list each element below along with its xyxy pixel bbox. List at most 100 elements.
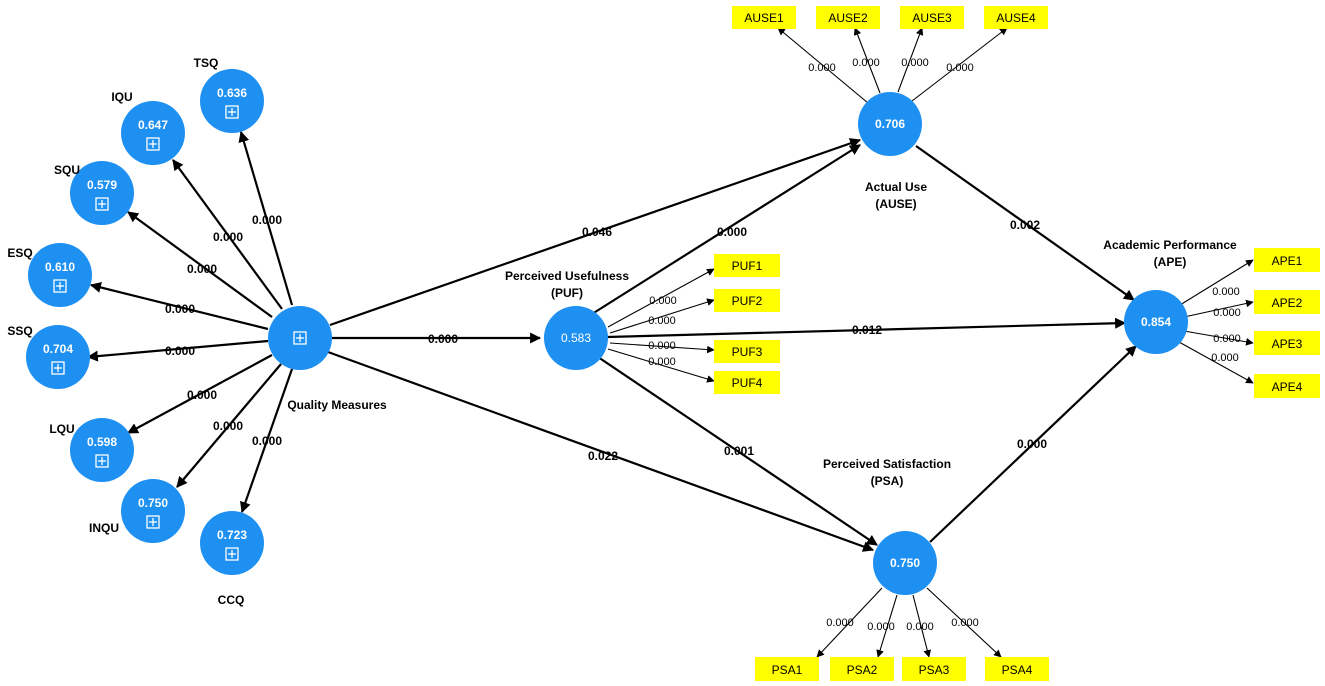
expand-plus-icon[interactable]: [293, 331, 307, 345]
construct-value: 0.704: [43, 342, 73, 356]
arrow-qm-ssq[interactable]: [86, 339, 269, 362]
coef-qm-ccq: 0.000: [252, 434, 282, 448]
path-coefficients: 0.000 0.000 0.000 0.000 0.000 0.000 0.00…: [165, 213, 1047, 463]
construct-value: 0.598: [87, 435, 117, 449]
construct-value: 0.583: [561, 331, 591, 345]
indicator-ape3[interactable]: APE3: [1254, 331, 1320, 355]
expand-plus-icon[interactable]: [95, 197, 109, 211]
arrow-puf-psa[interactable]: [597, 356, 878, 546]
loading-psa3: 0.000: [906, 621, 934, 633]
construct-value: 0.636: [217, 86, 247, 100]
expand-plus-icon[interactable]: [53, 279, 67, 293]
indicator-psa1[interactable]: PSA1: [755, 657, 819, 681]
indicator-ause3[interactable]: AUSE3: [900, 6, 964, 29]
construct-label: CCQ: [218, 593, 245, 607]
construct-psa[interactable]: 0.750 Perceived Satisfaction (PSA): [823, 457, 951, 595]
indicator-label: AUSE1: [744, 11, 784, 25]
indicator-ape2[interactable]: APE2: [1254, 290, 1320, 314]
indicator-psa4[interactable]: PSA4: [985, 657, 1049, 681]
construct-ccq[interactable]: 0.723 CCQ: [200, 511, 264, 607]
coef-qm-squ: 0.000: [187, 262, 217, 276]
indicator-ause4[interactable]: AUSE4: [984, 6, 1048, 29]
indicator-boxes: AUSE1 AUSE2 AUSE3 AUSE4 PUF1 PUF2 PUF3 P…: [714, 6, 1320, 681]
construct-lqu[interactable]: 0.598 LQU: [49, 418, 134, 482]
arrow-qm-ause[interactable]: [329, 138, 862, 327]
construct-ause[interactable]: 0.706 Actual Use (AUSE): [858, 92, 927, 211]
arrow-puf-ape[interactable]: [606, 317, 1127, 339]
expand-plus-icon[interactable]: [225, 105, 239, 119]
expand-plus-icon[interactable]: [146, 515, 160, 529]
coef-qm-ause: 0.046: [582, 225, 612, 239]
construct-label-line2: (PUF): [551, 286, 583, 300]
indicator-label: PSA4: [1002, 663, 1033, 677]
construct-quality-measures[interactable]: Quality Measures: [268, 306, 387, 412]
loading-puf3: 0.000: [648, 340, 676, 352]
construct-ssq[interactable]: 0.704 SSQ: [7, 324, 90, 389]
coef-psa-ape: 0.000: [1017, 437, 1047, 451]
arrow-qm-inqu[interactable]: [176, 363, 282, 488]
arrow-qm-iqu[interactable]: [172, 159, 283, 310]
loading-puf4: 0.000: [648, 356, 676, 368]
construct-inqu[interactable]: 0.750 INQU: [89, 479, 185, 543]
indicator-ape1[interactable]: APE1: [1254, 248, 1320, 272]
construct-esq[interactable]: 0.610 ESQ: [7, 243, 92, 307]
loading-puf2: 0.000: [648, 315, 676, 327]
indicator-label: PUF1: [732, 259, 763, 273]
construct-label: SSQ: [7, 324, 32, 338]
arrow-puf-ause[interactable]: [591, 144, 861, 315]
indicator-label: AUSE4: [996, 11, 1036, 25]
indicator-label: APE2: [1272, 296, 1303, 310]
loading-ape2: 0.000: [1213, 307, 1241, 319]
coef-puf-psa: 0.001: [724, 444, 754, 458]
indicator-puf1[interactable]: PUF1: [714, 254, 780, 277]
construct-squ[interactable]: 0.579 SQU: [54, 161, 134, 225]
indicator-puf2[interactable]: PUF2: [714, 289, 780, 312]
construct-puf[interactable]: 0.583 Perceived Usefulness (PUF): [505, 269, 629, 370]
arrow-ause-ape[interactable]: [915, 145, 1135, 301]
construct-value: 0.610: [45, 260, 75, 274]
expand-plus-icon[interactable]: [51, 361, 65, 375]
construct-label: TSQ: [194, 56, 219, 70]
coef-qm-lqu: 0.000: [187, 388, 217, 402]
indicator-psa2[interactable]: PSA2: [830, 657, 894, 681]
indicator-psa3[interactable]: PSA3: [902, 657, 966, 681]
loading-ause2: 0.000: [852, 57, 880, 69]
construct-iqu[interactable]: 0.647 IQU: [111, 90, 185, 165]
construct-label: IQU: [111, 90, 132, 104]
arrow-qm-esq[interactable]: [89, 282, 269, 331]
indicator-puf3[interactable]: PUF3: [714, 340, 780, 363]
construct-label: ESQ: [7, 246, 32, 260]
construct-value: 0.579: [87, 178, 117, 192]
expand-plus-icon[interactable]: [225, 547, 239, 561]
arrow-qm-tsq[interactable]: [238, 130, 294, 306]
structural-paths: [327, 138, 1137, 552]
construct-label: LQU: [49, 422, 74, 436]
coef-qm-ssq: 0.000: [165, 344, 195, 358]
construct-label: Quality Measures: [287, 398, 387, 412]
construct-label-line1: Perceived Satisfaction: [823, 457, 951, 471]
arrow-qm-lqu[interactable]: [127, 354, 273, 434]
indicator-label: PUF2: [732, 294, 763, 308]
construct-tsq[interactable]: 0.636 TSQ: [194, 56, 264, 133]
indicator-ape4[interactable]: APE4: [1254, 374, 1320, 398]
loading-ause3: 0.000: [901, 57, 929, 69]
arrow-qm-squ[interactable]: [127, 211, 273, 318]
coef-qm-tsq: 0.000: [252, 213, 282, 227]
construct-ape[interactable]: 0.854 Academic Performance (APE): [1103, 238, 1237, 354]
indicator-ause1[interactable]: AUSE1: [732, 6, 796, 29]
construct-value: 0.854: [1141, 315, 1171, 329]
arrow-qm-ccq[interactable]: [240, 368, 294, 514]
indicator-puf4[interactable]: PUF4: [714, 371, 780, 394]
expand-plus-icon[interactable]: [146, 137, 160, 151]
indicator-label: PUF4: [732, 376, 763, 390]
loading-labels: 0.000 0.000 0.000 0.000 0.000 0.000 0.00…: [648, 57, 1241, 633]
coef-qm-psa: 0.022: [588, 449, 618, 463]
indicator-ause2[interactable]: AUSE2: [816, 6, 880, 29]
arrow-psa-ape[interactable]: [929, 345, 1137, 543]
arrow-qm-psa[interactable]: [327, 350, 875, 552]
coef-qm-puf: 0.000: [428, 332, 458, 346]
construct-label-line1: Perceived Usefulness: [505, 269, 629, 283]
coef-ause-ape: 0.002: [1010, 218, 1040, 232]
expand-plus-icon[interactable]: [95, 454, 109, 468]
